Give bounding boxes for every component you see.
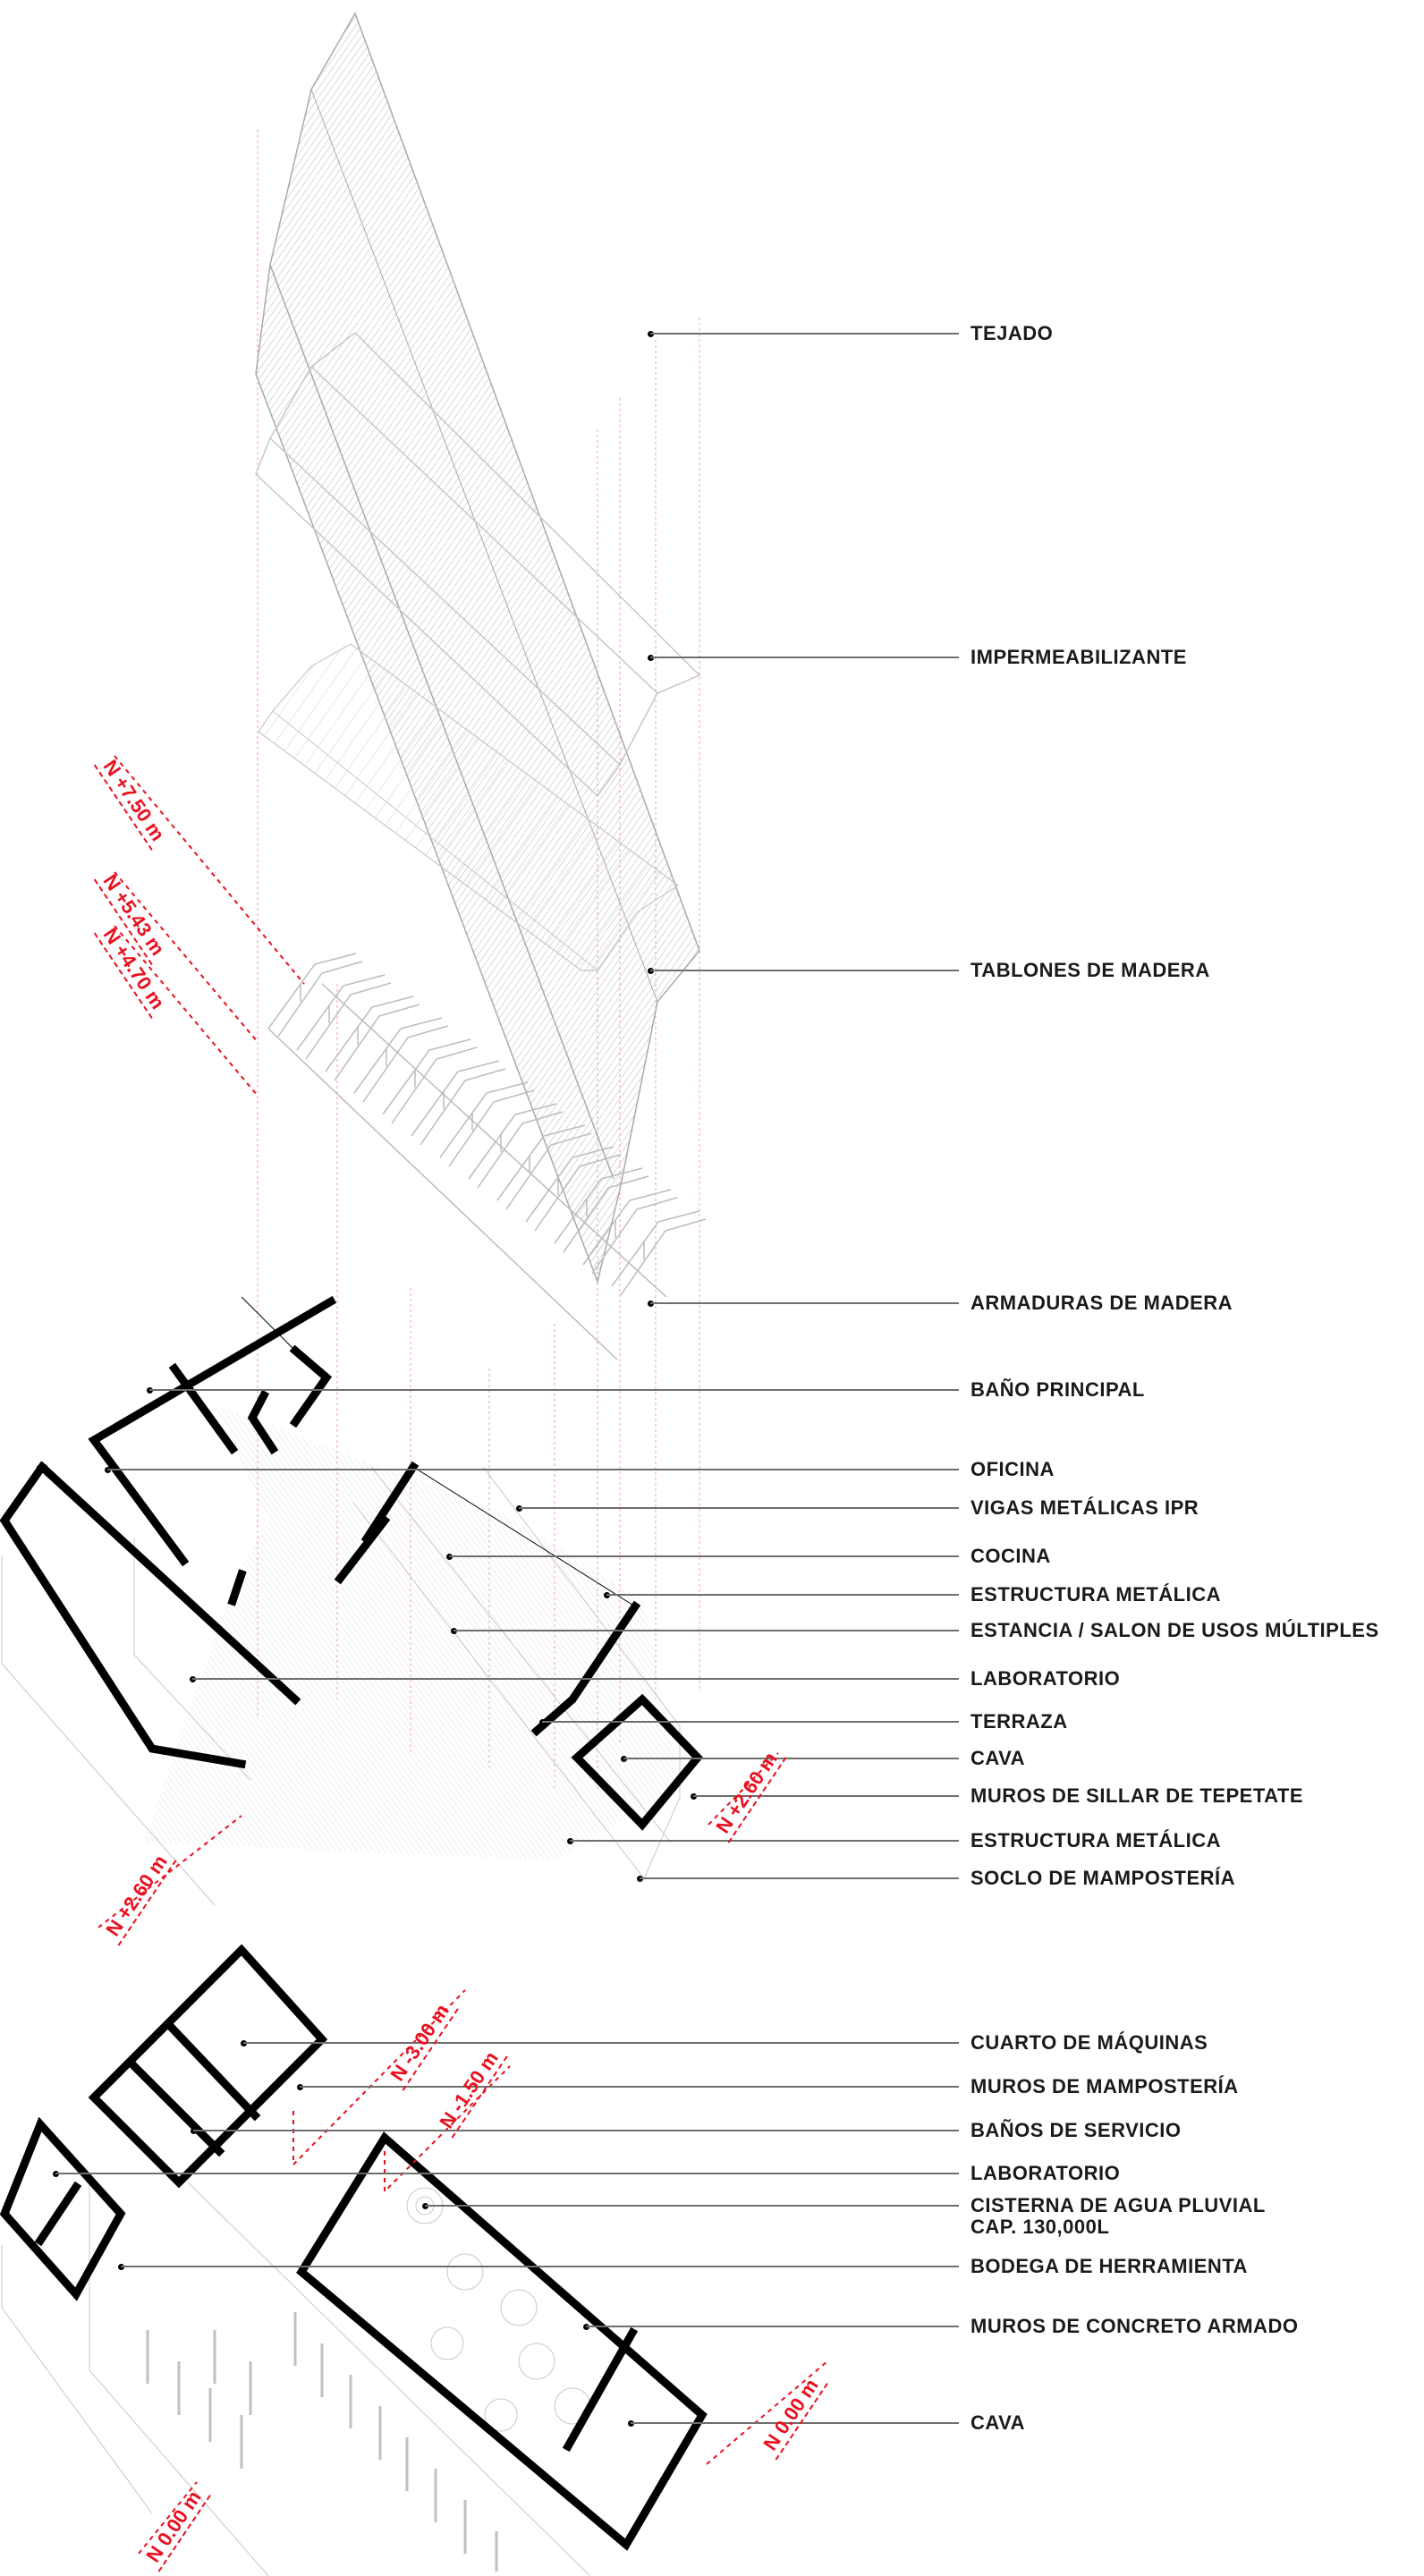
label-vigas-metalicas: VIGAS METÁLICAS IPR — [971, 1496, 1199, 1519]
label-muros-concreto: MUROS DE CONCRETO ARMADO — [971, 2315, 1299, 2337]
label-tablones-de-madera: TABLONES DE MADERA — [971, 959, 1210, 981]
waterproofing-layer — [255, 332, 701, 798]
label-armaduras-de-madera: ARMADURAS DE MADERA — [971, 1292, 1233, 1314]
label-impermeabilizante: IMPERMEABILIZANTE — [971, 646, 1187, 668]
label-cava-lower: CAVA — [971, 2411, 1026, 2434]
label-cisterna: CISTERNA DE AGUA PLUVIAL — [971, 2194, 1266, 2216]
label-terraza: TERRAZA — [971, 1710, 1068, 1733]
wood-planks-layer — [258, 643, 680, 971]
label-muros-sillar: MUROS DE SILLAR DE TEPETATE — [971, 1784, 1304, 1807]
label-estructura-metalica-lower: ESTRUCTURA METÁLICA — [971, 1829, 1221, 1852]
label-estancia: ESTANCIA / SALON DE USOS MÚLTIPLES — [971, 1619, 1379, 1641]
label-cuarto-maquinas: CUARTO DE MÁQUINAS — [971, 2031, 1208, 2054]
label-soclo: SOCLO DE MAMPOSTERÍA — [971, 1867, 1236, 1889]
lower-floor-plan — [0, 1944, 708, 2576]
label-laboratorio-upper: LABORATORIO — [971, 1667, 1121, 1690]
label-cocina: COCINA — [971, 1545, 1051, 1567]
label-laboratorio-lower: LABORATORIO — [971, 2162, 1121, 2184]
label-estructura-metalica-upper: ESTRUCTURA METÁLICA — [971, 1583, 1221, 1606]
label-banos-servicio: BAÑOS DE SERVICIO — [971, 2119, 1182, 2141]
label-tejado: TEJADO — [971, 322, 1054, 344]
label-muros-mamposteria: MUROS DE MAMPOSTERÍA — [971, 2075, 1239, 2097]
label-cisterna-capacity: CAP. 130,000L — [971, 2216, 1110, 2238]
label-cava-upper: CAVA — [971, 1747, 1026, 1769]
level-guides — [97, 755, 828, 2555]
label-bodega: BODEGA DE HERRAMIENTA — [971, 2255, 1248, 2277]
label-bano-principal: BAÑO PRINCIPAL — [971, 1378, 1145, 1401]
piles — [146, 2312, 498, 2572]
roof-tiles-layer — [255, 12, 700, 1284]
label-oficina: OFICINA — [971, 1458, 1055, 1480]
upper-floor-plan — [0, 1295, 704, 1906]
wood-trusses-layer — [267, 953, 707, 1360]
